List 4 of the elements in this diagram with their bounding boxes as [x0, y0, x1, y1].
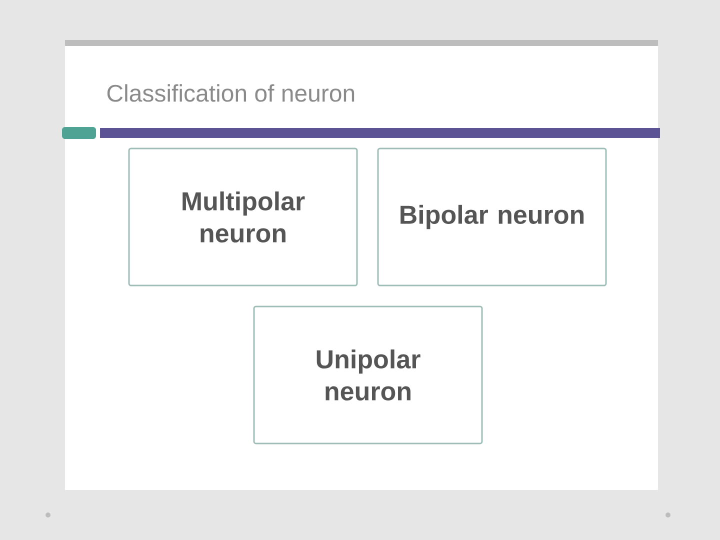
title: Classification of neuron	[107, 84, 354, 102]
neuron-box: Multipolar neuron	[128, 148, 358, 286]
neuron-box: Bipolar neuron	[377, 148, 607, 286]
neuron-box: Unipolar neuron	[253, 306, 483, 444]
